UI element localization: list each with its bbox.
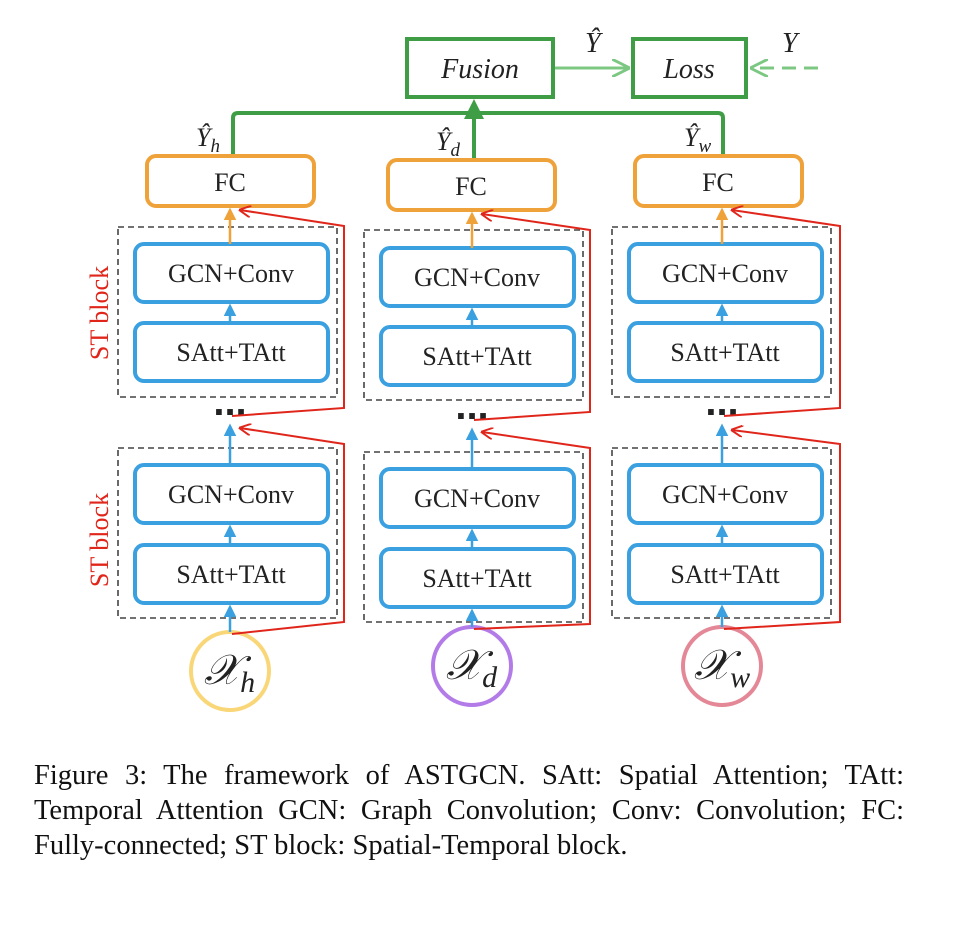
loss-label: Loss: [662, 54, 714, 85]
fc-box-day: [386, 158, 557, 212]
satt-tatt-label-upper-hour: SAtt+TAtt: [176, 338, 286, 367]
residual-lower-day: [473, 432, 591, 630]
gcn-conv-label-lower-week: GCN+Conv: [662, 480, 788, 509]
st-block-lower-day: [363, 451, 584, 623]
st-block-upper-hour: [117, 226, 338, 398]
st-block-label-lower: ST block: [85, 493, 114, 587]
figure-caption: Figure 3: The framework of ASTGCN. SAtt:…: [34, 760, 904, 861]
fc-box-hour: [145, 154, 316, 208]
satt-tatt-box-lower-week: [627, 543, 824, 605]
fc-box-week: [633, 154, 804, 208]
astgcn-diagram: Fusion Loss Ŷ Y ST block ST block Ŷh FC …: [85, 28, 841, 712]
dots-day: ...: [455, 384, 488, 428]
gcn-conv-box-lower-day: [379, 467, 576, 529]
output-label-week: Ŷw: [684, 123, 711, 157]
gcn-conv-label-upper-week: GCN+Conv: [662, 259, 788, 288]
fusion-box: [405, 37, 555, 99]
satt-tatt-box-upper-week: [627, 321, 824, 383]
gcn-conv-label-upper-day: GCN+Conv: [414, 263, 540, 292]
column-day: Ŷd FC GCN+Conv SAtt+TAtt ... GCN+Conv SA…: [363, 127, 591, 707]
column-week: Ŷw FC GCN+Conv SAtt+TAtt ... GCN+Conv SA…: [611, 123, 841, 707]
satt-tatt-label-lower-day: SAtt+TAtt: [422, 564, 532, 593]
fusion-label: Fusion: [440, 54, 519, 85]
gcn-conv-label-lower-day: GCN+Conv: [414, 484, 540, 513]
satt-tatt-box-upper-hour: [133, 321, 330, 383]
column-hour: Ŷh FC GCN+Conv SAtt+TAtt ... GCN+Conv SA…: [117, 123, 345, 712]
satt-tatt-box-lower-day: [379, 547, 576, 609]
residual-lower-week: [723, 430, 841, 630]
st-block-upper-week: [611, 226, 832, 398]
output-label-day: Ŷd: [436, 127, 460, 161]
st-block-label-upper: ST block: [85, 266, 114, 360]
st-block-upper-day: [363, 229, 584, 401]
st-block-lower-hour: [117, 447, 338, 619]
gcn-conv-box-lower-hour: [133, 463, 330, 525]
dots-week: ...: [705, 380, 738, 424]
gcn-conv-label-upper-hour: GCN+Conv: [168, 259, 294, 288]
dots-hour: ...: [213, 380, 246, 424]
residual-upper-day: [473, 214, 591, 421]
gcn-conv-box-upper-day: [379, 246, 576, 308]
output-label-hour: Ŷh: [196, 123, 220, 157]
satt-tatt-label-upper-week: SAtt+TAtt: [670, 338, 780, 367]
satt-tatt-label-lower-week: SAtt+TAtt: [670, 560, 780, 589]
fc-label-hour: FC: [214, 168, 246, 197]
gcn-conv-box-upper-hour: [133, 242, 330, 304]
fc-label-week: FC: [702, 168, 734, 197]
satt-tatt-label-upper-day: SAtt+TAtt: [422, 342, 532, 371]
satt-tatt-box-lower-hour: [133, 543, 330, 605]
green-collector-line: [231, 111, 725, 156]
gcn-conv-box-lower-week: [627, 463, 824, 525]
yhat-top-label: Ŷ: [585, 28, 604, 59]
loss-box: [631, 37, 748, 99]
residual-upper-hour: [231, 210, 345, 417]
y-label: Y: [782, 28, 801, 59]
satt-tatt-label-lower-hour: SAtt+TAtt: [176, 560, 286, 589]
satt-tatt-box-upper-day: [379, 325, 576, 387]
residual-upper-week: [723, 210, 841, 417]
fc-label-day: FC: [455, 172, 487, 201]
gcn-conv-label-lower-hour: GCN+Conv: [168, 480, 294, 509]
gcn-conv-box-upper-week: [627, 242, 824, 304]
residual-lower-hour: [231, 428, 345, 635]
st-block-lower-week: [611, 447, 832, 619]
